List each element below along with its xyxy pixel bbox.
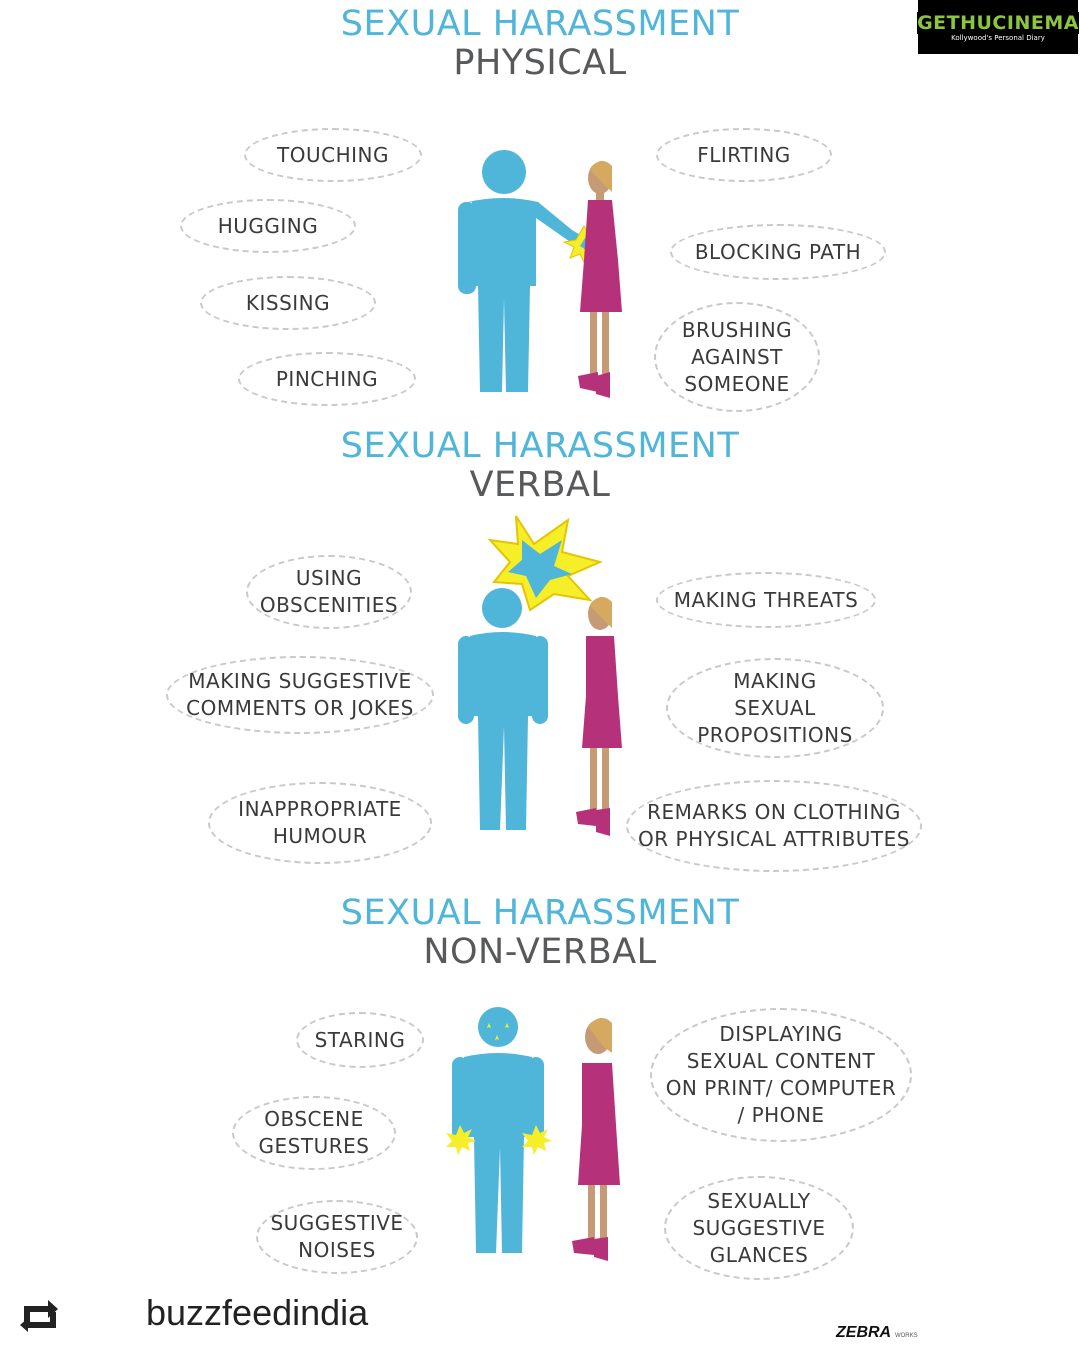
bubble-kissing: KISSING: [200, 276, 376, 330]
bubble-sexual-propositions: MAKING SEXUAL PROPOSITIONS: [666, 658, 884, 758]
zebra-works-logo: ZEBRA WORKS: [836, 1324, 918, 1342]
badge-tagline: Kollywood's Personal Diary: [951, 33, 1045, 42]
repost-username[interactable]: buzzfeedindia: [146, 1292, 369, 1333]
bubble-staring: STARING: [296, 1012, 424, 1068]
physical-illustration: [458, 150, 622, 398]
bubble-inappropriate-humour: INAPPROPRIATE HUMOUR: [208, 782, 432, 864]
badge-name: GETHUCINEMA: [917, 11, 1079, 34]
section-title: SEXUAL HARASSMENT: [340, 426, 740, 466]
credit-suffix: WORKS: [894, 1333, 918, 1339]
bubble-pinching: PINCHING: [238, 352, 416, 406]
repost-footer: buzzfeedindia: [0, 1286, 1080, 1346]
section-title: SEXUAL HARASSMENT: [340, 893, 740, 933]
woman-figure: [576, 596, 622, 836]
watermark-badge: GETHUCINEMA Kollywood's Personal Diary: [917, 0, 1079, 54]
bubble-hugging: HUGGING: [180, 199, 356, 253]
woman-figure: [572, 1017, 620, 1261]
bubble-remarks-on-clothing: REMARKS ON CLOTHING OR PHYSICAL ATTRIBUT…: [626, 780, 922, 872]
bubble-brushing-against: BRUSHING AGAINST SOMEONE: [654, 302, 820, 412]
bubble-flirting: FLIRTING: [656, 128, 832, 182]
section-subtitle: NON-VERBAL: [423, 932, 657, 972]
man-figure: [458, 150, 582, 392]
repost-icon[interactable]: [16, 1294, 62, 1332]
woman-figure: [578, 160, 622, 398]
bubble-making-threats: MAKING THREATS: [656, 572, 876, 628]
gesture-burst-icon: [446, 1125, 552, 1155]
credit-name: ZEBRA: [836, 1324, 891, 1341]
section-title: SEXUAL HARASSMENT: [340, 4, 740, 44]
section-subtitle: PHYSICAL: [453, 43, 627, 83]
staring-eyes-icon: [487, 1023, 509, 1040]
bubble-using-obscenities: USING OBSCENITIES: [246, 555, 412, 629]
bubble-displaying-sexual-content: DISPLAYING SEXUAL CONTENT ON PRINT/ COMP…: [650, 1008, 912, 1142]
section-subtitle: VERBAL: [469, 465, 611, 505]
man-figure: [446, 1007, 552, 1253]
bubble-blocking-path: BLOCKING PATH: [670, 224, 886, 280]
bubble-obscene-gestures: OBSCENE GESTURES: [232, 1096, 396, 1170]
non-verbal-illustration: [446, 1007, 620, 1261]
bubble-suggestive-comments: MAKING SUGGESTIVE COMMENTS OR JOKES: [166, 656, 434, 734]
man-figure: [458, 588, 548, 830]
bubble-suggestive-noises: SUGGESTIVE NOISES: [256, 1200, 418, 1274]
verbal-illustration: [458, 515, 622, 836]
bubble-sexually-suggestive-glances: SEXUALLY SUGGESTIVE GLANCES: [664, 1176, 854, 1280]
bubble-touching: TOUCHING: [244, 128, 422, 182]
speech-burst-icon: [487, 515, 604, 612]
